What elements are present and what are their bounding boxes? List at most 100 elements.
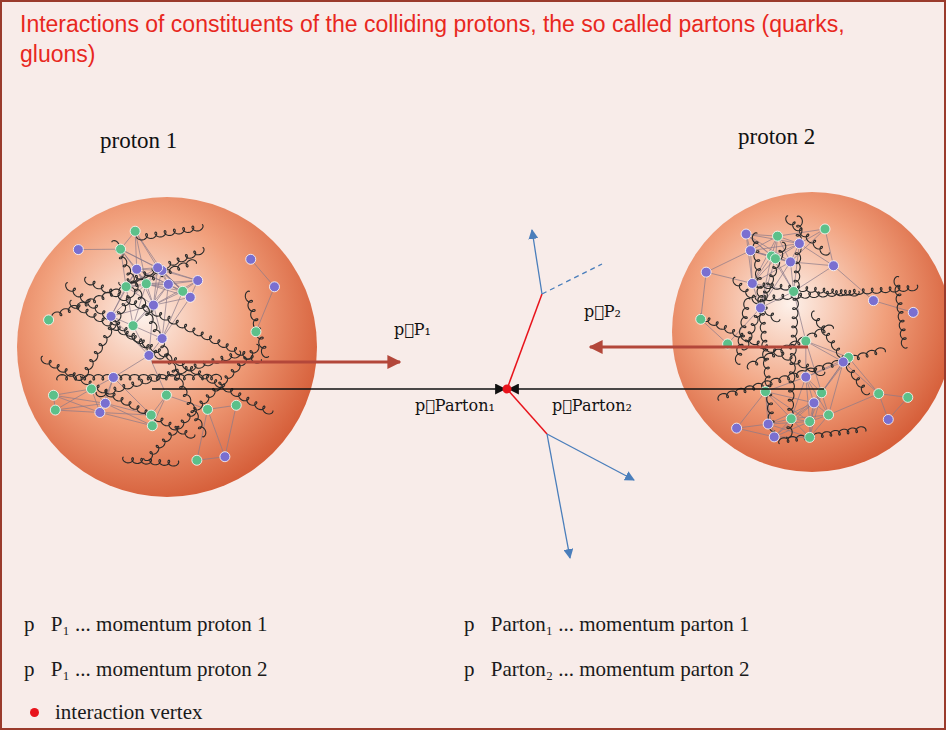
product-dashed-line xyxy=(542,264,602,294)
parton-link xyxy=(825,229,834,266)
quark-dot xyxy=(874,389,884,399)
quark-dot xyxy=(820,224,830,234)
sphere xyxy=(672,192,946,472)
quark-dot xyxy=(701,267,711,277)
quark-dot xyxy=(192,455,202,465)
quark-dot xyxy=(185,292,195,302)
quark-dot xyxy=(141,279,151,289)
parton-link xyxy=(55,410,100,412)
quark-dot xyxy=(251,327,261,337)
quark-dot xyxy=(106,311,116,321)
gluon-coil xyxy=(123,457,179,466)
gluon-coil xyxy=(112,241,206,437)
quark-dot xyxy=(144,350,154,360)
quark-dot xyxy=(696,314,706,324)
quark-dot xyxy=(48,390,58,400)
gluon-coil xyxy=(144,344,259,460)
quark-dot xyxy=(231,400,241,410)
quark-dot xyxy=(908,307,918,317)
gluon-coil xyxy=(754,282,859,296)
legend-entry: p⃗P₁ ... momentum proton 2 xyxy=(24,657,268,682)
parton-link xyxy=(53,395,105,403)
gluon-coil xyxy=(755,285,918,301)
quark-dot xyxy=(50,405,60,415)
parton-link xyxy=(774,403,814,437)
quark-dot xyxy=(269,282,279,292)
quark-dot xyxy=(801,372,811,382)
parton-link xyxy=(746,234,752,283)
quark-dot xyxy=(161,390,171,400)
parton-link xyxy=(126,287,133,326)
gluon-coil xyxy=(786,216,830,255)
parton-link xyxy=(701,319,728,344)
legend-entry: p⃗Parton₂ ... momentum parton 2 xyxy=(464,657,750,682)
quark-dot xyxy=(789,286,799,296)
quark-dot xyxy=(809,398,819,408)
parton-link xyxy=(822,357,849,392)
proton-momentum-arrow xyxy=(152,361,400,364)
quark-dot xyxy=(903,392,913,402)
quark-dot xyxy=(883,414,893,424)
legend-text: p⃗P₁ ... momentum proton 2 xyxy=(24,657,268,682)
gluon-coil xyxy=(57,374,222,380)
quark-dot xyxy=(868,296,878,306)
gluon-coil xyxy=(136,225,203,240)
parton-link xyxy=(849,357,879,393)
quark-dot xyxy=(147,421,157,431)
quark-dot xyxy=(130,226,140,236)
gluon-coil xyxy=(245,291,268,357)
quark-dot xyxy=(829,261,839,271)
quark-dot xyxy=(100,398,110,408)
quark-dot xyxy=(756,303,766,313)
gluon-coil xyxy=(119,248,204,286)
proton-momentum-arrow xyxy=(590,346,808,349)
quark-dot xyxy=(805,432,815,442)
parton-link xyxy=(737,392,766,429)
legend-swatch xyxy=(30,708,39,717)
parton-link xyxy=(225,405,236,456)
quark-dot xyxy=(73,245,83,255)
outgoing-parton-line xyxy=(507,389,547,434)
quark-dot xyxy=(785,257,795,267)
proton-sphere: proton 1 xyxy=(12,124,332,504)
quark-dot xyxy=(786,414,796,424)
quark-dot xyxy=(747,278,757,288)
quark-dot xyxy=(193,276,203,286)
parton-link xyxy=(873,301,913,313)
gluon-coil xyxy=(733,277,780,321)
parton-link xyxy=(737,428,775,437)
quark-dot xyxy=(148,300,158,310)
parton-link xyxy=(100,412,152,425)
momentum-label: p⃗Parton₁ xyxy=(415,396,495,415)
parton-link xyxy=(806,357,849,377)
partons xyxy=(41,225,279,466)
quark-dot xyxy=(95,407,105,417)
quark-dot xyxy=(153,263,163,273)
quark-dot xyxy=(763,419,773,429)
quark-dot xyxy=(824,410,834,420)
parton-momentum-arrow xyxy=(152,388,505,390)
parton-link xyxy=(162,284,168,338)
legend-text: p⃗Parton₂ ... momentum parton 2 xyxy=(464,657,750,682)
product-arrow xyxy=(532,230,542,294)
momentum-label: p⃗P₁ xyxy=(394,320,431,339)
quark-dot xyxy=(116,244,126,254)
gluon-coil xyxy=(894,276,907,348)
quark-dot xyxy=(760,387,770,397)
momentum-label: p⃗Parton₂ xyxy=(552,396,632,415)
parton-link xyxy=(78,249,120,250)
outgoing-parton-line xyxy=(507,294,542,389)
quark-dot xyxy=(805,417,815,427)
parton-link xyxy=(706,272,752,283)
quark-dot xyxy=(132,264,142,274)
parton-link xyxy=(153,281,197,306)
proton-label: proton 2 xyxy=(738,124,815,150)
gluon-coil xyxy=(786,216,802,438)
quark-dot xyxy=(801,336,811,346)
title: Interactions of constituents of the coll… xyxy=(20,10,925,70)
quark-dot xyxy=(794,239,804,249)
quark-dot xyxy=(732,423,742,433)
legend-text: interaction vertex xyxy=(55,700,203,725)
legend-entry: interaction vertex xyxy=(24,700,203,725)
legend-entry: p⃗P₁ ... momentum proton 1 xyxy=(24,612,268,637)
